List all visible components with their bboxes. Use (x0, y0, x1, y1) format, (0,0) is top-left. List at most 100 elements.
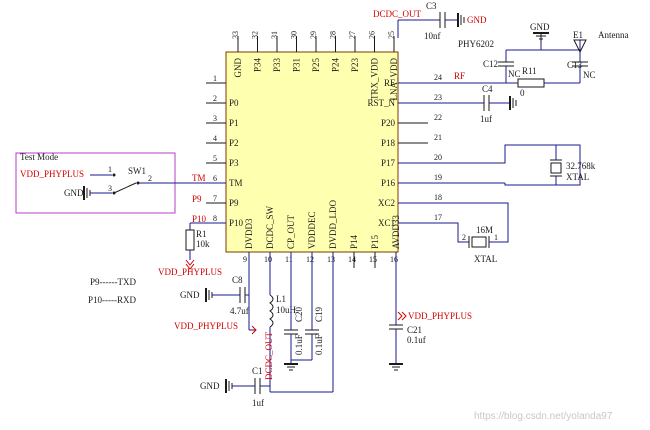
r11-ref: R11 (522, 66, 537, 76)
note-p9: P9------TXD (90, 277, 136, 287)
vdd-phyplus-sw-label: VDD_PHYPLUS (20, 169, 84, 179)
ic-phy6202 (225, 51, 399, 253)
c21-ref: C21 (407, 325, 422, 335)
pin-1-number: 1 (213, 74, 217, 83)
pin-10-number: 10 (264, 255, 272, 264)
pin-13-number: 13 (327, 255, 335, 264)
c13-ref: C13 (567, 60, 583, 70)
gnd-c8-label: GND (180, 290, 200, 300)
c8-value: 4.7uf (230, 306, 249, 316)
vdd-c21-arrow-icon (397, 311, 407, 321)
c8-ref: C8 (232, 275, 243, 285)
uart-notes: P9------TXD P10-----RXD (88, 277, 136, 305)
sw1-contact1 (112, 173, 116, 177)
pin-2-number: 2 (213, 94, 217, 103)
c1-value: 1uf (252, 398, 264, 408)
pin-33-label: GND (233, 58, 243, 78)
pin-8-label: P10 (229, 218, 244, 228)
net-rf: RF (454, 71, 465, 81)
wire-xtal32-loop (398, 144, 581, 186)
test-mode-label: Test Mode (20, 152, 58, 162)
vdd-r1-arrow-icon (185, 259, 195, 270)
c19-value: 0.1uF (314, 334, 324, 355)
pin-28-number: 28 (329, 31, 338, 39)
pin-11-number: 11 (285, 255, 293, 264)
pin-22-number: 22 (434, 113, 442, 122)
c4-value: 1uf (480, 114, 492, 124)
gnd-sw-label: GND (64, 188, 84, 198)
net-dcdc-out-top: DCDC_OUT (373, 9, 422, 19)
pin-10-label: DCDC_SW (265, 205, 275, 249)
net-dcdc-out-bottom: DCDC_OUT (264, 331, 274, 380)
pin-31-number: 31 (270, 31, 279, 39)
pin-26-number: 26 (368, 31, 377, 39)
xtal16-pin1: 1 (494, 233, 498, 242)
r1-body (185, 229, 195, 251)
pin-12-number: 12 (306, 255, 314, 264)
c13-value: NC (583, 70, 596, 80)
pin-19-number: 19 (434, 173, 442, 182)
c19-c20-section: C20 0.1uF C19 0.1uF (284, 252, 324, 371)
xtal16-body (471, 236, 487, 248)
pin-23-number: 23 (434, 93, 442, 102)
pin-25-label: LNA_VDD (389, 58, 399, 101)
c8-section: GND C8 4.7uf VDD_PHYPLUS (174, 252, 257, 335)
c3-value: 10nf (424, 31, 441, 41)
pin-27-number: 27 (348, 31, 357, 39)
pin-5-number: 5 (213, 154, 217, 163)
pin-11-label: CP_OUT (286, 214, 296, 249)
pin-12-label: VDDDEC (307, 212, 317, 250)
c20-ref: C20 (294, 306, 304, 322)
vdd-phyplus-c21-label: VDD_PHYPLUS (408, 311, 472, 321)
xtal32-body (550, 162, 562, 174)
pin-30-number: 30 (290, 31, 299, 39)
pin-6-label: TM (229, 178, 243, 188)
pin-16-number: 16 (390, 255, 398, 264)
pin-32-label: P34 (253, 58, 263, 73)
r1-ref: R1 (196, 229, 207, 239)
pin-26-label: TRX_VDD (370, 58, 380, 100)
pin-24-number: 24 (434, 73, 442, 82)
sw1-pin1: 1 (108, 165, 112, 174)
r11-body (517, 78, 545, 88)
test-mode-section: Test Mode VDD_PHYPLUS GND SW1 1 2 3 TM (15, 152, 226, 214)
pin-17-label: XC1 (378, 218, 395, 228)
p9-p10-section: P9 P10 R1 10k VDD_PHYPLUS (158, 194, 226, 277)
pin-32-number: 32 (251, 31, 260, 39)
pin-6-number: 6 (213, 174, 217, 183)
net-tm: TM (192, 173, 206, 183)
pin-27-label: P23 (350, 58, 360, 73)
vdd-phyplus-r1-label: VDD_PHYPLUS (158, 267, 222, 277)
pin-4-label: P2 (229, 138, 239, 148)
pin-23-label: RST_N (367, 98, 395, 108)
pin-3-number: 3 (213, 114, 217, 123)
ldo-section (270, 252, 334, 393)
sw1-pin3: 3 (108, 184, 112, 193)
pin-3-label: P1 (229, 118, 239, 128)
xtal16-name: XTAL (474, 254, 497, 264)
e1-ref: E1 (573, 30, 583, 40)
xtal16m-section: 16M XTAL 2 1 (398, 202, 509, 264)
wire-xc2 (398, 202, 509, 243)
ic-body (225, 51, 399, 253)
c4-section: C4 1uf (398, 84, 517, 124)
l1-value: 10uH (276, 305, 297, 315)
pin-14-number: 14 (348, 255, 356, 264)
pin-7-number: 7 (213, 194, 217, 203)
c21-value: 0.1uf (407, 335, 426, 345)
sw1-pin2: 2 (148, 174, 152, 183)
pin-22-label: P20 (381, 118, 396, 128)
xtal16-pin2: 2 (462, 233, 466, 242)
pin-14-label: P14 (349, 234, 359, 249)
pin-7-label: P9 (229, 198, 239, 208)
net-p9: P9 (192, 194, 202, 204)
sw1-lever (113, 182, 137, 194)
pin-28-label: P24 (331, 58, 341, 73)
antenna-icon (573, 39, 587, 54)
pin-5-label: P3 (229, 158, 239, 168)
c1-section: GND C1 1uf (200, 366, 270, 408)
pin-21-label: P18 (381, 138, 396, 148)
c3-ref: C3 (426, 1, 437, 11)
xtal32-value: 32.768k (566, 161, 596, 171)
